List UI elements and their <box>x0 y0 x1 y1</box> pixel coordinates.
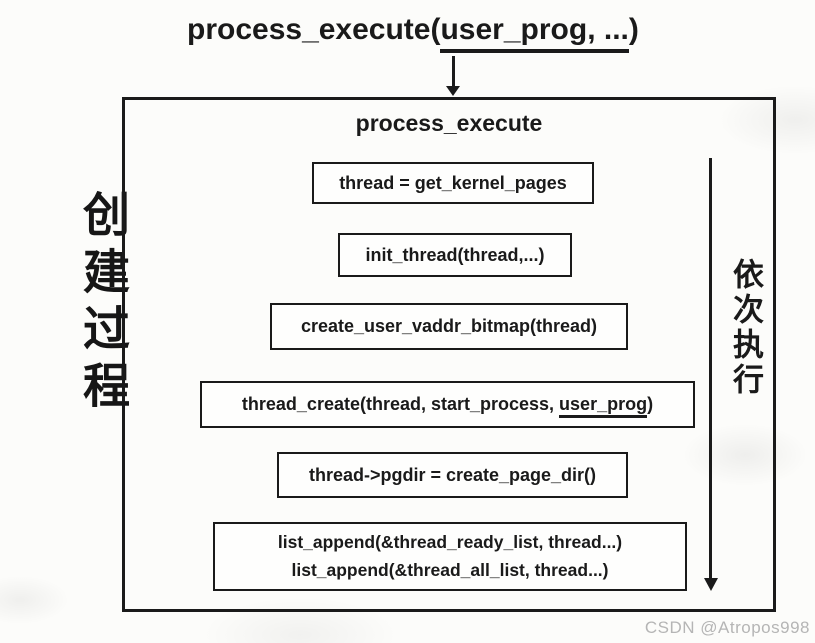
process-execute-box: process_execute thread = get_kernel_page… <box>122 97 776 612</box>
sequence-arrow-head <box>703 578 718 591</box>
diagram-title: process_execute(user_prog, ...) <box>187 13 639 53</box>
step-box-create-page-dir: thread->pgdir = create_page_dir() <box>277 452 628 498</box>
down-arrow-icon <box>446 56 460 96</box>
step-text-line: list_append(&thread_ready_list, thread..… <box>277 532 623 553</box>
step-text: create_user_vaddr_bitmap(thread) <box>300 316 598 336</box>
step-text-prefix: thread_create(thread, start_process, <box>241 394 560 414</box>
step-text: thread->pgdir = create_page_dir() <box>308 464 597 485</box>
down-arrow-shaft <box>451 56 455 86</box>
step-box-init-thread: init_thread(thread,...) <box>338 233 572 277</box>
step-box-thread-create: thread_create(thread, start_process, use… <box>200 381 695 428</box>
step-text-line: list_append(&thread_all_list, thread...) <box>291 559 609 580</box>
title-underlined-arg: user_prog, ... <box>440 13 629 53</box>
step-text: init_thread(thread,...) <box>365 244 545 265</box>
step-text: thread = get_kernel_pages <box>339 172 567 193</box>
sequential-execution-label: 依次执行 <box>728 258 763 398</box>
down-arrow-head <box>446 86 460 96</box>
watermark: CSDN @Atropos998 <box>644 618 810 637</box>
step-box-list-append: list_append(&thread_ready_list, thread..… <box>213 522 687 591</box>
process-execute-box-title: process_execute <box>355 110 543 136</box>
step-box-create-user-vaddr-bitmap: create_user_vaddr_bitmap(thread) <box>270 303 628 350</box>
step-box-get-kernel-pages: thread = get_kernel_pages <box>312 162 594 204</box>
creation-process-label: 创建过程 <box>76 190 129 418</box>
step-text: thread_create(thread, start_process, use… <box>241 394 654 418</box>
sequence-arrow-shaft <box>709 158 712 578</box>
step-text-suffix: ) <box>647 394 654 414</box>
title-prefix: process_execute( <box>187 13 441 46</box>
title-suffix: ) <box>628 13 639 46</box>
sequence-down-arrow-icon <box>703 158 718 591</box>
step-text-underlined-arg: user_prog <box>559 394 648 418</box>
